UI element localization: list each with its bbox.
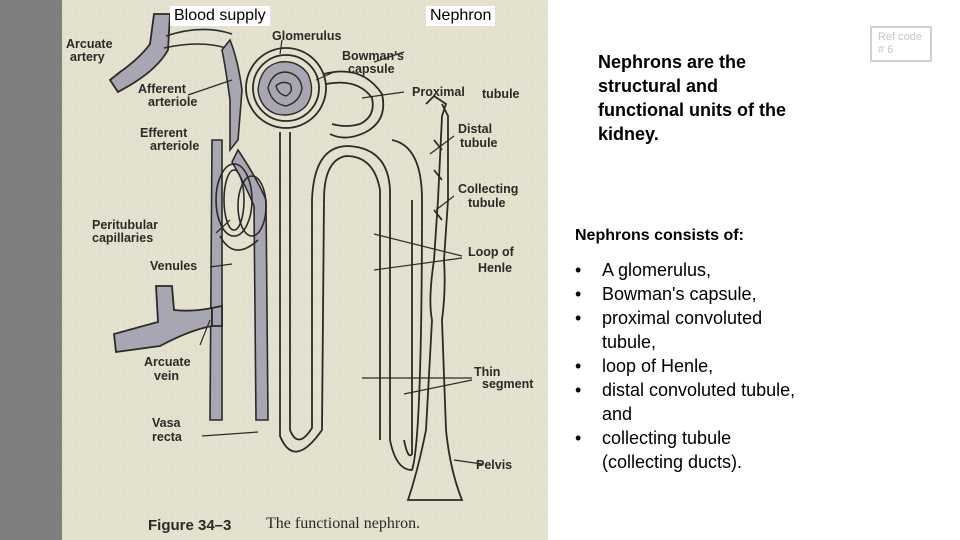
- nephron-figure: Arcuate artery Glomerulus Bowman's capsu…: [62, 0, 548, 540]
- list-item: proximal convoluted tubule,: [575, 306, 805, 354]
- label-thin-segment: Thin segment: [474, 365, 534, 391]
- label-vasa-recta: Vasa recta: [152, 416, 184, 444]
- left-margin-bar: [0, 0, 62, 540]
- label-collecting-tubule: Collecting tubule: [458, 182, 522, 210]
- nephron-heading: Nephron: [426, 6, 496, 26]
- peritubular-capillaries-shape: [215, 163, 267, 251]
- nephron-tubule-shape: [279, 70, 423, 471]
- blood-supply-heading: Blood supply: [170, 6, 270, 26]
- list-item: Bowman's capsule,: [575, 282, 805, 306]
- label-proximal-tubule: Proximal tubule: [412, 85, 520, 101]
- label-venules: Venules: [150, 259, 197, 273]
- label-pelvis: Pelvis: [476, 458, 512, 472]
- intro-statement: Nephrons are the structural and function…: [598, 52, 786, 144]
- label-glomerulus: Glomerulus: [272, 29, 342, 43]
- label-arcuate-artery: Arcuate artery: [66, 37, 116, 64]
- figure-caption-number: Figure 34–3: [148, 517, 231, 534]
- bowmans-capsule-shape: [245, 47, 327, 129]
- label-arcuate-vein: Arcuate vein: [144, 355, 194, 383]
- leader-lines: [187, 39, 483, 465]
- figure-caption-text: The functional nephron.: [266, 515, 420, 532]
- list-item: distal convoluted tubule, and: [575, 378, 805, 426]
- list-item: collecting tubule (collecting ducts).: [575, 426, 805, 474]
- label-bowmans-capsule: Bowman's capsule: [342, 49, 408, 76]
- efferent-vessel-shape: [209, 38, 269, 421]
- list-item: A glomerulus,: [575, 258, 805, 282]
- arcuate-vein-shape: [113, 285, 223, 354]
- nephron-diagram: Arcuate artery Glomerulus Bowman's capsu…: [62, 0, 548, 540]
- glomerulus-shape: [257, 61, 313, 116]
- label-afferent-arteriole: Afferent arteriole: [138, 82, 197, 109]
- afferent-arteriole-shape: [163, 28, 233, 49]
- collecting-tubule-shape: [406, 94, 464, 501]
- label-distal-tubule: Distal tubule: [458, 122, 498, 150]
- label-peritubular-capillaries: Peritubular capillaries: [92, 218, 161, 245]
- label-efferent-arteriole: Efferent arteriole: [140, 126, 199, 153]
- ref-code-box: Ref code # 6: [870, 26, 932, 62]
- component-list: A glomerulus, Bowman's capsule, proximal…: [575, 258, 805, 474]
- list-item: loop of Henle,: [575, 354, 805, 378]
- label-loop-of-henle: Loop of Henle: [468, 245, 517, 275]
- consists-heading: Nephrons consists of:: [575, 227, 744, 244]
